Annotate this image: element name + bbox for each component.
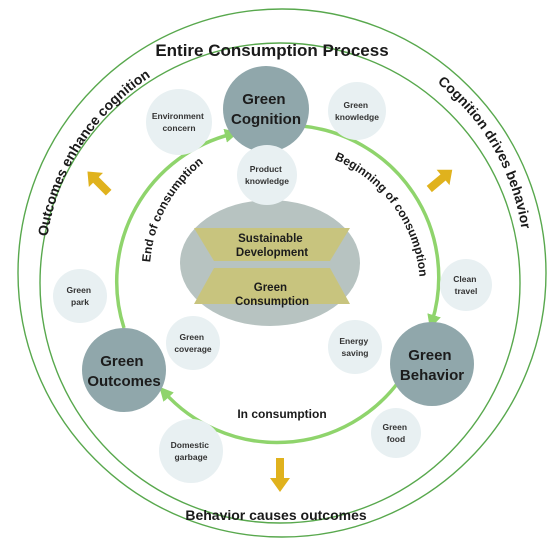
- green-consumption-label: Green Consumption: [235, 282, 309, 308]
- center-ellipse: Sustainable Development Green Consumptio…: [180, 200, 360, 326]
- green-behavior-node: Green Behavior: [390, 322, 474, 406]
- svg-text:Green Outcomes: Green Outcomes: [87, 353, 160, 390]
- green-outcomes-node: Green Outcomes: [82, 328, 166, 412]
- right-side-label: Cognition drives behavior: [435, 73, 534, 231]
- svg-text:Environment concern: Environment concern: [152, 111, 206, 133]
- cycle-arrow-during: [159, 378, 402, 445]
- svg-text:Product knowledge: Product knowledge: [245, 164, 289, 186]
- bubble-domestic-garbage: Domestic garbage: [159, 419, 223, 483]
- sustainable-development-label: Sustainable Development: [236, 233, 308, 259]
- svg-text:Domestic garbage: Domestic garbage: [171, 440, 212, 462]
- svg-text:Green park: Green park: [67, 285, 94, 307]
- svg-text:Energy saving: Energy saving: [339, 336, 370, 358]
- svg-text:Green coverage: Green coverage: [174, 332, 212, 354]
- bubble-green-coverage: Green coverage: [166, 316, 220, 370]
- bubble-product-knowledge: Product knowledge: [237, 145, 297, 205]
- bubble-green-food: Green food: [371, 408, 421, 458]
- bubble-green-park: Green park: [53, 269, 107, 323]
- inner-ring: [39, 42, 521, 524]
- outer-title: Entire Consumption Process: [155, 41, 388, 60]
- bubble-environment-concern: Environment concern: [146, 89, 212, 155]
- cycle-arrow-beginning: [301, 124, 441, 329]
- svg-text:Green food: Green food: [383, 422, 410, 444]
- in-consumption-label: In consumption: [237, 407, 326, 421]
- svg-text:Clean travel: Clean travel: [453, 274, 479, 296]
- bubble-energy-saving: Energy saving: [328, 320, 382, 374]
- bubble-clean-travel: Clean travel: [440, 259, 492, 311]
- arrow-icon-upper-right: [426, 169, 453, 193]
- svg-text:Green knowledge: Green knowledge: [335, 100, 379, 122]
- outer-ring: [17, 8, 547, 538]
- svg-text:Green Cognition: Green Cognition: [231, 91, 301, 128]
- svg-text:Green Behavior: Green Behavior: [400, 347, 464, 384]
- arrow-icon-down: [270, 458, 290, 492]
- bottom-label: Behavior causes outcomes: [185, 507, 367, 523]
- green-cognition-node: Green Cognition: [223, 66, 309, 152]
- bubble-green-knowledge: Green knowledge: [328, 82, 386, 140]
- arrow-icon-upper-left: [87, 171, 112, 196]
